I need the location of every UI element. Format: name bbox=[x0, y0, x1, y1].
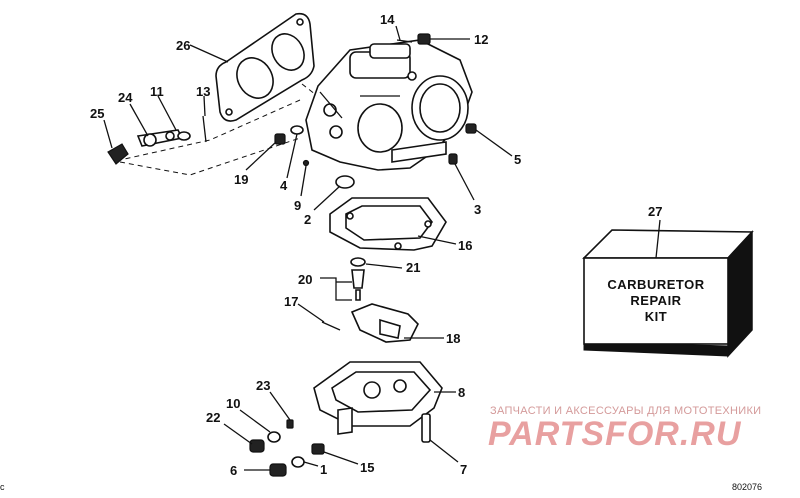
callout-18: 18 bbox=[446, 331, 460, 346]
corner-mark: c bbox=[0, 482, 5, 492]
part-15-jet bbox=[311, 443, 325, 455]
callout-25: 25 bbox=[90, 106, 104, 121]
callout-22: 22 bbox=[206, 410, 220, 425]
part-16-gasket bbox=[329, 197, 447, 251]
part-20-needle-seat bbox=[351, 269, 365, 301]
part-13-pin bbox=[202, 115, 207, 143]
callout-2: 2 bbox=[304, 212, 311, 227]
callout-26: 26 bbox=[176, 38, 190, 53]
kit-box-line-3: KIT bbox=[645, 309, 667, 324]
part-6-plug bbox=[269, 463, 287, 477]
part-18-float bbox=[350, 303, 419, 343]
kit-box-line-1: CARBURETOR bbox=[607, 277, 704, 292]
callout-9: 9 bbox=[294, 198, 301, 213]
kit-box-line-2: REPAIR bbox=[630, 293, 681, 308]
callout-11: 11 bbox=[150, 84, 164, 99]
callout-10: 10 bbox=[226, 396, 240, 411]
callout-14: 14 bbox=[380, 12, 395, 27]
part-9-ball bbox=[302, 159, 310, 167]
callout-23: 23 bbox=[256, 378, 270, 393]
carburetor-upper-body bbox=[305, 39, 473, 171]
callout-1: 1 bbox=[320, 462, 327, 477]
part-22-plug bbox=[249, 439, 265, 453]
callout-27: 27 bbox=[648, 204, 662, 219]
leader-lines bbox=[103, 25, 661, 471]
watermark-tagline: ЗАПЧАСТИ И АКСЕССУАРЫ ДЛЯ МОТОТЕХНИКИ bbox=[490, 405, 761, 417]
part-7-screw bbox=[421, 413, 431, 443]
callout-24: 24 bbox=[118, 90, 133, 105]
part-19-screw bbox=[274, 133, 286, 145]
callout-12: 12 bbox=[474, 32, 488, 47]
figure-number: 802076 bbox=[732, 482, 762, 492]
part-14-pin bbox=[396, 39, 413, 43]
callout-3: 3 bbox=[474, 202, 481, 217]
callout-13: 13 bbox=[196, 84, 210, 99]
part-11-washer bbox=[177, 131, 191, 141]
callout-numbers: 14 12 26 11 13 24 25 5 3 19 4 9 2 16 21 … bbox=[90, 12, 662, 478]
callout-15: 15 bbox=[360, 460, 374, 475]
callout-4: 4 bbox=[280, 178, 288, 193]
callout-16: 16 bbox=[458, 238, 472, 253]
callout-17: 17 bbox=[284, 294, 298, 309]
part-23-screw bbox=[286, 419, 294, 429]
part-12-screw bbox=[417, 33, 431, 45]
part-2-seal bbox=[335, 175, 355, 189]
part-27-repair-kit-box bbox=[582, 229, 754, 358]
part-17-float-pin bbox=[321, 321, 341, 331]
part-4-washer bbox=[290, 125, 304, 135]
part-21-gasket-ring bbox=[350, 257, 366, 267]
callout-19: 19 bbox=[234, 172, 248, 187]
part-3-screw bbox=[448, 153, 458, 165]
alignment-line bbox=[119, 137, 301, 176]
part-24-lever-shaft bbox=[136, 129, 184, 147]
callout-8: 8 bbox=[458, 385, 465, 400]
alignment-line bbox=[119, 99, 301, 161]
part-5-screw bbox=[465, 123, 477, 134]
part-26-gasket bbox=[215, 12, 315, 122]
watermark-brand: PARTSFOR.RU bbox=[488, 415, 742, 453]
callout-21: 21 bbox=[406, 260, 420, 275]
callout-20: 20 bbox=[298, 272, 312, 287]
callout-5: 5 bbox=[514, 152, 521, 167]
part-8-float-bowl bbox=[313, 361, 443, 435]
callout-6: 6 bbox=[230, 463, 237, 478]
callout-7: 7 bbox=[460, 462, 467, 477]
part-25-knob bbox=[107, 143, 129, 165]
part-1-gasket bbox=[291, 456, 305, 468]
part-10-gasket bbox=[267, 431, 281, 443]
